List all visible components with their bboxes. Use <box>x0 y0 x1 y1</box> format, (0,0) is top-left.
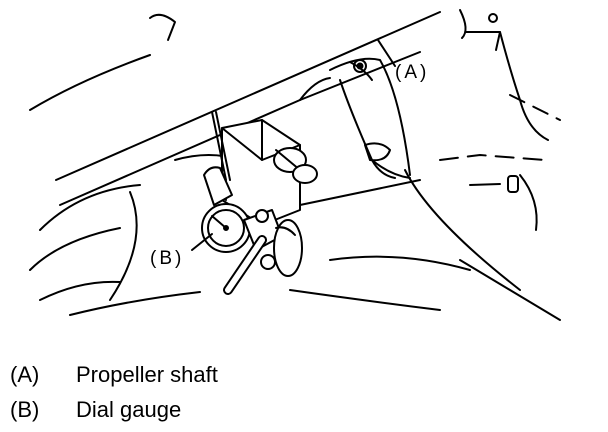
legend: (A) Propeller shaft (B) Dial gauge <box>10 362 218 432</box>
callout-a-label: (A) <box>395 62 430 83</box>
legend-key-a: (A) <box>10 362 40 387</box>
legend-item-a: (A) Propeller shaft <box>10 362 218 397</box>
legend-key-b: (B) <box>10 397 40 422</box>
callout-a-leader <box>377 39 396 67</box>
propeller-shaft-runout-illustration <box>29 9 561 321</box>
underbody-outline <box>29 11 561 321</box>
legend-item-b: (B) Dial gauge <box>10 397 218 432</box>
propeller-shaft <box>299 57 411 179</box>
callout-b-label: (B) <box>150 248 185 269</box>
right-structure <box>439 9 561 231</box>
legend-label-dial-gauge: Dial gauge <box>76 397 182 422</box>
callout-b-leader <box>191 233 213 251</box>
legend-label-propeller-shaft: Propeller shaft <box>76 362 218 387</box>
dial-gauge <box>201 111 318 295</box>
